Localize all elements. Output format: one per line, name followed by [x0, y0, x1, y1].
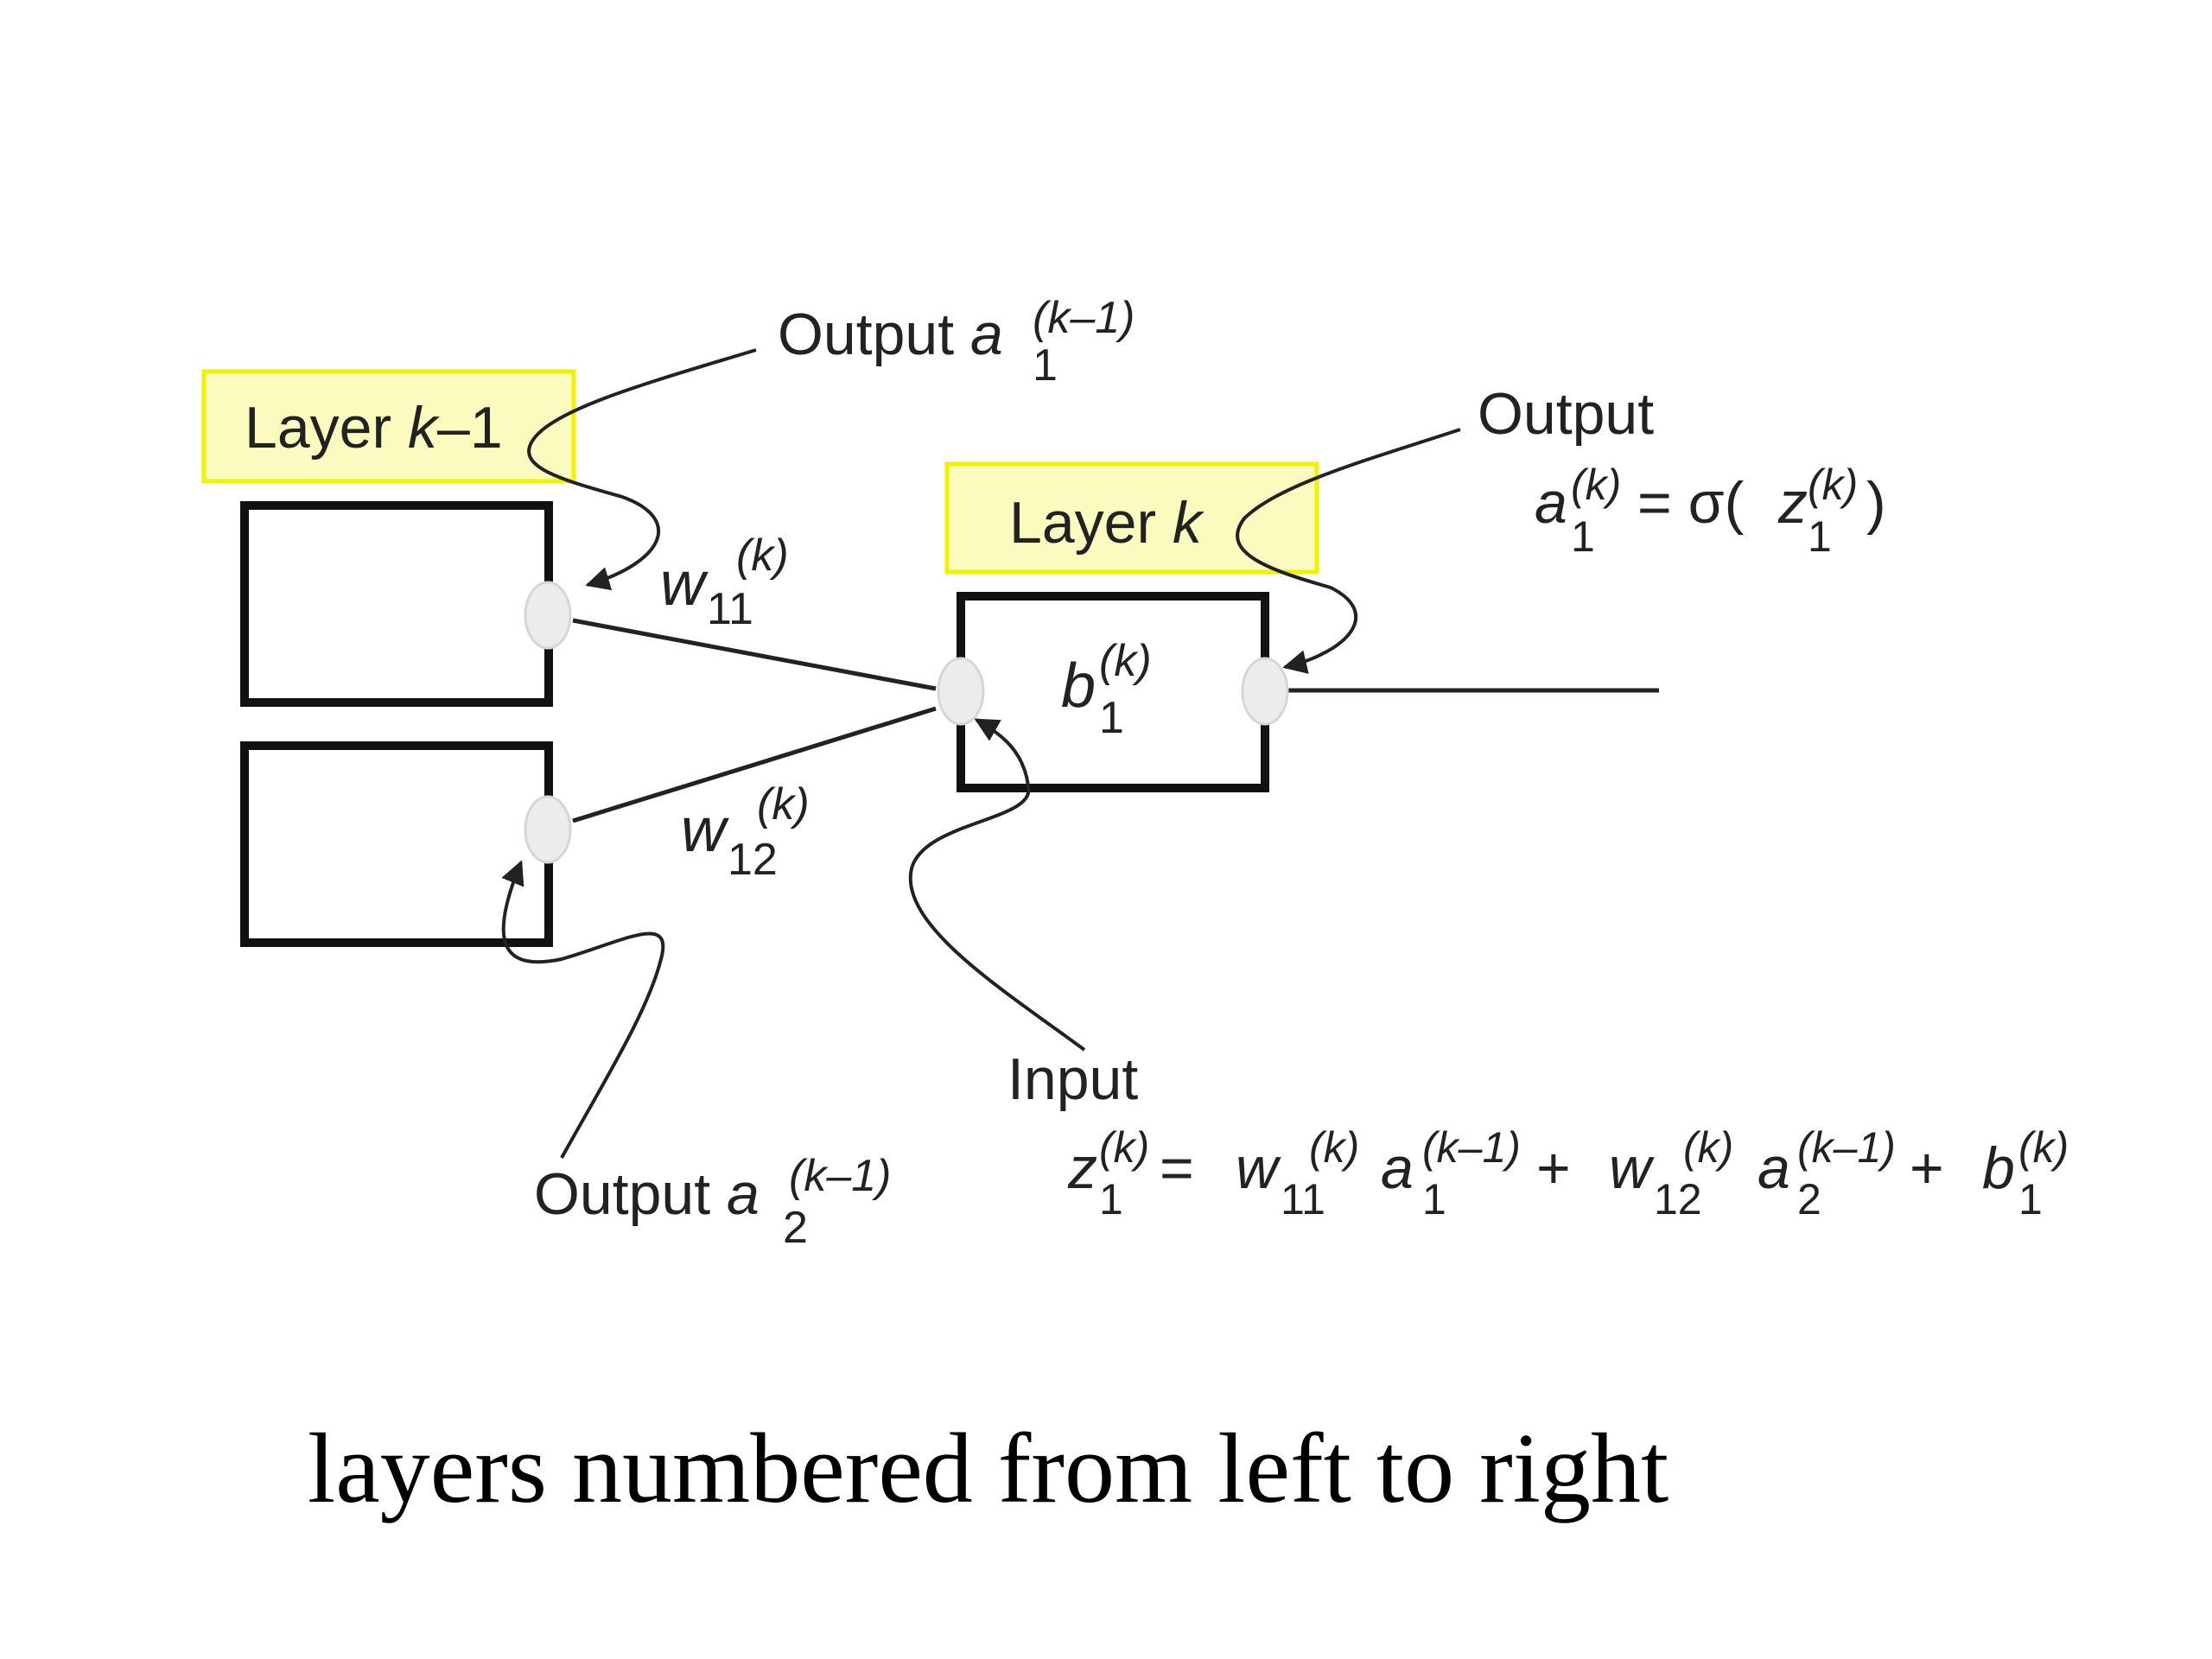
pointer-output-a1: [527, 348, 757, 591]
connection-w12: [572, 706, 937, 823]
cur-neuron-box: [957, 592, 1269, 792]
eq-w12-sup: (k): [1683, 1123, 1733, 1172]
eq-b-sub: 1: [2018, 1175, 2043, 1224]
layer-cur-label: Layer k: [1009, 490, 1205, 556]
eq-a2: a: [1758, 1135, 1790, 1201]
eq-w12: w: [1609, 1135, 1655, 1201]
eq-a1: a: [1381, 1135, 1414, 1201]
eq-a1-sup: (k–1): [1422, 1123, 1521, 1172]
act-a-sup: (k): [1571, 461, 1621, 509]
weight-w12-label: w: [681, 796, 729, 865]
layer-prev-highlight: [201, 369, 576, 484]
eq-b-sup: (k): [2018, 1123, 2069, 1172]
eq-equals: =: [1160, 1135, 1194, 1201]
act-eq: = σ(: [1637, 470, 1745, 536]
prev-output-node-2: [524, 795, 572, 864]
act-a-sub: 1: [1571, 512, 1595, 561]
eq-w11-sup: (k): [1309, 1123, 1359, 1172]
output-a1-prev-sup: (k–1): [1033, 293, 1135, 343]
output-a1-prev-sub: 1: [1033, 340, 1058, 391]
eq-plus-1: +: [1536, 1135, 1571, 1201]
act-a: a: [1535, 470, 1567, 536]
weight-w11-label: w: [660, 550, 709, 619]
act-z: z: [1777, 470, 1808, 536]
caption: layers numbered from left to right: [308, 1414, 1669, 1524]
cur-input-node: [937, 657, 985, 726]
layer-prev-label: Layer k–1: [245, 395, 503, 461]
weight-w11-sup: (k): [736, 531, 789, 581]
cur-output-node: [1241, 657, 1289, 726]
bias-b1-sub: 1: [1099, 693, 1124, 743]
eq-z: z: [1067, 1135, 1097, 1201]
eq-z-sup: (k): [1099, 1123, 1149, 1172]
eq-w11: w: [1236, 1135, 1281, 1201]
output-a2-prev-sub: 2: [783, 1203, 808, 1253]
eq-a2-sup: (k–1): [1797, 1123, 1896, 1172]
eq-b: b: [1982, 1135, 2015, 1201]
prev-neuron-box-1: [240, 501, 553, 707]
weight-w12-sub: 12: [728, 835, 778, 885]
eq-a1-sub: 1: [1422, 1175, 1446, 1224]
bias-b1-label: b: [1061, 652, 1096, 721]
output-a1-prev-label: Output a: [778, 302, 1003, 367]
bias-b1-sup: (k): [1099, 636, 1152, 686]
eq-plus-2: +: [1910, 1135, 1944, 1201]
eq-w12-sub: 12: [1654, 1175, 1702, 1224]
act-close: ): [1866, 470, 1886, 536]
act-z-sup: (k): [1808, 461, 1858, 509]
eq-a2-sub: 2: [1797, 1175, 1821, 1224]
output-a2-prev-sup: (k–1): [789, 1151, 891, 1201]
input-title: Input: [1007, 1046, 1138, 1112]
layer-cur-highlight: [944, 461, 1319, 575]
activation-equation: a (k) 1 = σ( z (k) 1 ): [1535, 461, 1886, 561]
input-equation: z (k) 1 = w (k) 11 a (k–1) 1 + w (k) 12 …: [1067, 1123, 2069, 1224]
weight-w12-sup: (k): [757, 779, 810, 830]
pointer-input: [908, 718, 1086, 1052]
act-z-sub: 1: [1808, 512, 1832, 561]
weight-w11-sub: 11: [707, 584, 753, 634]
output-a2-prev-label: Output a: [534, 1161, 760, 1227]
connection-w11: [572, 618, 937, 691]
pointer-output-a2: [501, 860, 665, 1159]
output-right-title: Output: [1478, 381, 1654, 447]
prev-output-node-1: [524, 581, 572, 650]
eq-w11-sub: 11: [1281, 1175, 1325, 1224]
pointer-output-ak: [1236, 428, 1461, 674]
prev-neuron-box-2: [240, 741, 553, 947]
eq-z-sub: 1: [1099, 1175, 1123, 1224]
